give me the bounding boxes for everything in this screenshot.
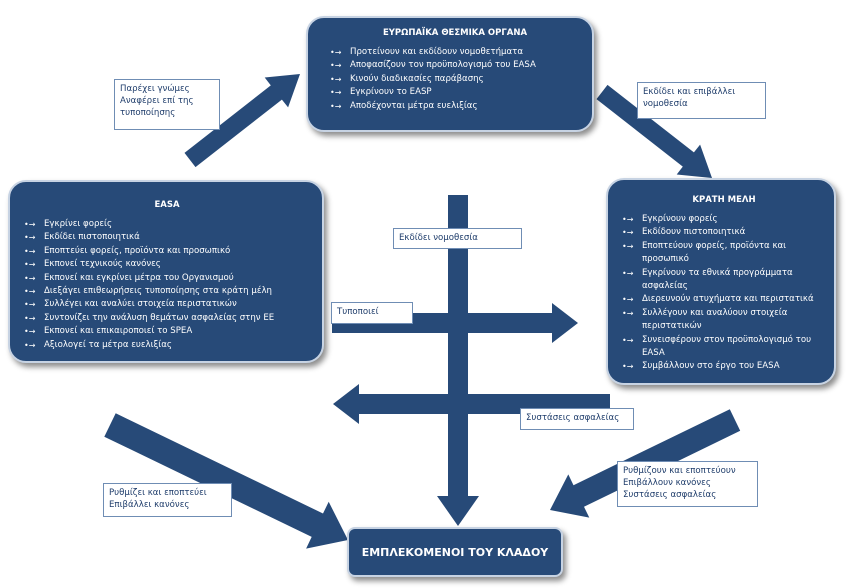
list-item: Εκπονεί και εγκρίνει μέτρα του Οργανισμο… <box>24 272 310 286</box>
list-item: Εγκρίνει φορείς <box>24 218 310 232</box>
list-item: Εγκρίνουν φορείς <box>622 213 826 227</box>
label-line: Αναφέρει επί της <box>120 96 194 106</box>
label-line: Συστάσεις ασφαλείας <box>623 490 717 500</box>
list-item: Εκπονεί και επικαιροποιεί το SPEA <box>24 325 310 339</box>
easa-box: EASA Εγκρίνει φορείςΕκδίδει πιστοποιητικ… <box>8 180 324 363</box>
list-item: Συνεισφέρουν στον προϋπολογισμό του EASA <box>622 334 826 361</box>
industry-box: ΕΜΠΛΕΚΟΜΕΝΟΙ ΤΟΥ ΚΛΑΔΟΥ <box>347 527 563 577</box>
member-states-list: Εγκρίνουν φορείςΕκδίδουν πιστοποιητικάΕπ… <box>622 213 826 374</box>
eu-institutions-title: ΕΥΡΩΠΑΪΚΑ ΘΕΣΜΙΚΑ ΟΡΓΑΝΑ <box>382 28 528 38</box>
list-item: Κινούν διαδικασίες παράβασης <box>330 73 580 87</box>
list-item: Εγκρίνουν τα εθνικά προγράμματα ασφαλεία… <box>622 267 826 294</box>
list-item: Συλλέγει και αναλύει στοιχεία περιστατικ… <box>24 298 310 312</box>
list-item: Προτείνουν και εκδίδουν νομοθετήματα <box>330 46 580 60</box>
list-item: Εκπονεί τεχνικούς κανόνες <box>24 258 310 272</box>
label-line: Επιβάλλει κανόνες <box>109 500 190 510</box>
label-issues-legislation: Εκδίδει νομοθεσία <box>393 228 522 249</box>
list-item: Εκδίδει πιστοποιητικά <box>24 231 310 245</box>
label-standardizes: Τυποποιεί <box>331 302 413 324</box>
list-item: Διεξάγει επιθεωρήσεις τυποποίησης στα κρ… <box>24 285 310 299</box>
easa-title: EASA <box>154 200 180 210</box>
list-item: Εκδίδουν πιστοποιητικά <box>622 226 826 240</box>
list-item: Αποφασίζουν τον προϋπολογισμό του EASA <box>330 59 580 73</box>
label-line: Εκδίδει και επιβάλλει <box>643 87 736 97</box>
label-line: Εκδίδει νομοθεσία <box>399 233 478 243</box>
member-states-title: ΚΡΑΤΗ ΜΕΛΗ <box>692 195 756 205</box>
eu-institutions-box: ΕΥΡΩΠΑΪΚΑ ΘΕΣΜΙΚΑ ΟΡΓΑΝΑ Προτείνουν και … <box>306 16 594 132</box>
industry-title: ΕΜΠΛΕΚΟΜΕΝΟΙ ΤΟΥ ΚΛΑΔΟΥ <box>361 545 549 559</box>
list-item: Συμβάλλουν στο έργο του EASA <box>622 360 826 374</box>
label-safety-recommendations: Συστάσεις ασφαλείας <box>520 408 634 430</box>
arrow-legislation-down <box>437 195 479 526</box>
list-item: Διερευνούν ατυχήματα και περιστατικά <box>622 293 826 307</box>
list-item: Συλλέγουν και αναλύουν στοιχεία περιστατ… <box>622 307 826 334</box>
arrow-easa-to-industry <box>104 413 348 549</box>
member-states-box: ΚΡΑΤΗ ΜΕΛΗ Εγκρίνουν φορείςΕκδίδουν πιστ… <box>606 178 836 385</box>
label-issue-enforce-legislation: Εκδίδει και επιβάλλει νομοθεσία <box>637 82 766 119</box>
label-line: Τυποποιεί <box>337 307 379 317</box>
list-item: Εποπτεύει φορείς, προϊόντα και προσωπικό <box>24 245 310 259</box>
eu-institutions-list: Προτείνουν και εκδίδουν νομοθετήματαΑποφ… <box>330 46 580 113</box>
label-line: νομοθεσία <box>643 99 688 109</box>
label-line: Παρέχει γνώμες <box>120 84 190 94</box>
list-item: Εγκρίνουν το EASP <box>330 86 580 100</box>
list-item: Αξιολογεί τα μέτρα ευελιξίας <box>24 339 310 353</box>
label-line: Επιβάλλουν κανόνες <box>623 478 711 488</box>
arrow-institutions-to-states <box>596 84 712 178</box>
label-line: τυποποίησης <box>120 108 176 118</box>
label-line: Ρυθμίζουν και εποπτεύουν <box>623 466 736 476</box>
list-item: Συντονίζει την ανάλυση θεμάτων ασφαλείας… <box>24 312 310 326</box>
list-item: Αποδέχονται μέτρα ευελιξίας <box>330 100 580 114</box>
easa-list: Εγκρίνει φορείςΕκδίδει πιστοποιητικάΕποπ… <box>24 218 310 352</box>
label-line: Ρυθμίζει και εποπτεύει <box>109 488 207 498</box>
label-line: Συστάσεις ασφαλείας <box>526 413 620 423</box>
list-item: Εποπτεύουν φορείς, προϊόντα και προσωπικ… <box>622 240 826 267</box>
arrow-easa-to-institutions <box>184 74 300 168</box>
